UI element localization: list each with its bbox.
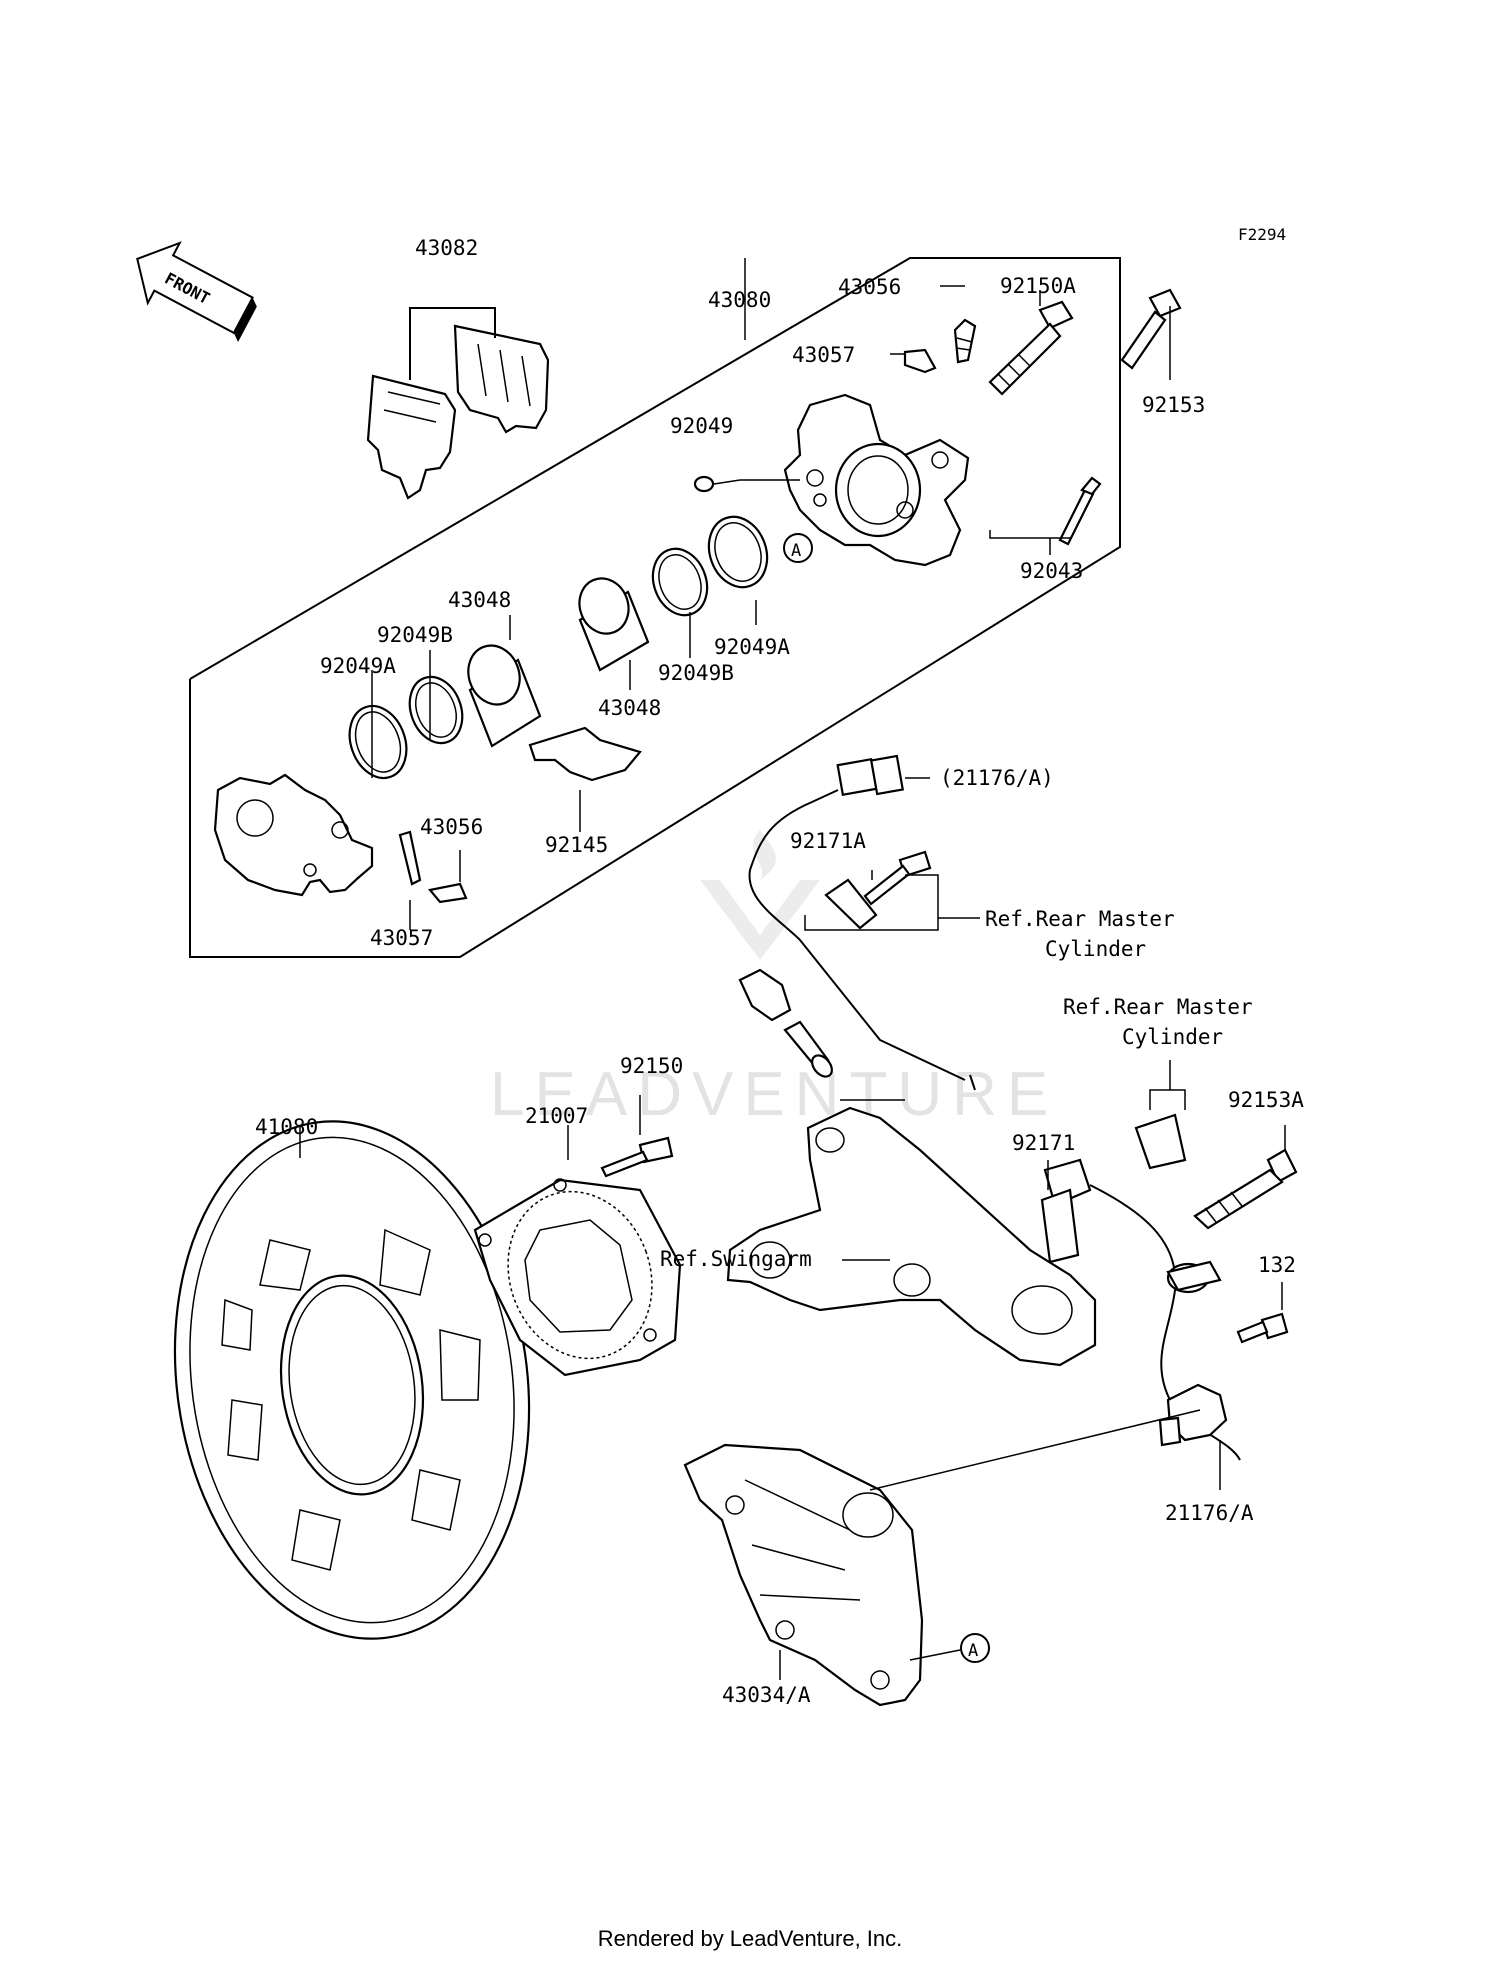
svg-text:A: A (968, 1641, 978, 1661)
marker-a-top: A (783, 533, 813, 563)
callout-43080: 43080 (708, 288, 771, 312)
callout-92049a-left: 92049A (320, 654, 396, 678)
ref-swingarm: Ref.Swingarm (660, 1247, 812, 1271)
callout-92171a: 92171A (790, 829, 866, 853)
watermark: LEADVENTURE (490, 830, 1058, 1129)
svg-text:A: A (791, 541, 801, 561)
wheel-sensor (1158, 1383, 1228, 1447)
callout-92171: 92171 (1012, 1131, 1075, 1155)
callout-92145: 92145 (545, 833, 608, 857)
bolt-92153a (1193, 1148, 1298, 1230)
callout-92049: 92049 (670, 414, 733, 438)
bleeder-valve-top (903, 318, 977, 374)
callout-labels: 43082 43080 43056 43057 92150A 92153 920… (255, 236, 1304, 1707)
callout-43057-top: 43057 (792, 343, 855, 367)
bolt-92153 (1120, 288, 1182, 370)
callout-41080: 41080 (255, 1115, 318, 1139)
ref-rear-master-1-line2: Cylinder (1045, 937, 1146, 961)
callout-43034a: 43034/A (722, 1683, 811, 1707)
footer-credit: Rendered by LeadVenture, Inc. (597, 1926, 903, 1951)
ref-rear-master-2-line1: Ref.Rear Master (1063, 995, 1253, 1019)
callout-92049a-mid: 92049A (714, 635, 790, 659)
callout-43056-top: 43056 (838, 275, 901, 299)
bolt-92150 (600, 1136, 674, 1178)
callout-92049b-mid: 92049B (658, 661, 734, 685)
brake-disc (173, 1120, 531, 1640)
o-ring-92049 (693, 475, 715, 493)
bolt-92171a (863, 850, 932, 906)
callout-92153: 92153 (1142, 393, 1205, 417)
ref-rear-master-1-line1: Ref.Rear Master (985, 907, 1175, 931)
callout-92043: 92043 (1020, 559, 1083, 583)
abs-rotor (473, 1178, 682, 1377)
callout-43056-low: 43056 (420, 815, 483, 839)
bleeder-valve-low (398, 830, 468, 904)
caliper-holder (783, 393, 970, 567)
marker-a-bottom: A (960, 1633, 990, 1663)
callout-92150a: 92150A (1000, 274, 1076, 298)
caliper-bracket (683, 1443, 924, 1707)
watermark-text: LEADVENTURE (490, 1060, 1058, 1129)
bolt-132 (1236, 1312, 1289, 1344)
slide-pin-92150a (988, 300, 1074, 396)
pad-spring-92145 (528, 726, 642, 782)
swingarm (726, 1106, 1097, 1367)
piston-seals-lower (348, 644, 542, 780)
callout-43082: 43082 (415, 236, 478, 260)
piston-seals-upper (578, 515, 769, 672)
callout-21007: 21007 (525, 1104, 588, 1128)
front-arrow-icon: FRONT (136, 241, 257, 342)
callout-43048-mid: 43048 (598, 696, 661, 720)
leader-lines (299, 258, 1286, 1680)
callout-132: 132 (1258, 1253, 1296, 1277)
caliper-body (213, 773, 374, 897)
brake-pads (366, 307, 550, 500)
callout-43048-top: 43048 (448, 588, 511, 612)
ref-rear-master-2-line2: Cylinder (1122, 1025, 1223, 1049)
callout-43057-low: 43057 (370, 926, 433, 950)
abs-sensor-harness (738, 754, 976, 1091)
callout-21176a-paren: (21176/A) (940, 766, 1054, 790)
callout-92150: 92150 (620, 1054, 683, 1078)
clip-92171 (1040, 1188, 1080, 1264)
callout-21176a: 21176/A (1165, 1501, 1254, 1525)
diagram-code: F2294 (1238, 225, 1286, 244)
pin-92043 (1058, 476, 1102, 546)
callout-92049b-top: 92049B (377, 623, 453, 647)
reference-notes: Ref.Rear Master Cylinder Ref.Rear Master… (660, 907, 1253, 1271)
callout-92153a: 92153A (1228, 1088, 1304, 1112)
caliper-kit-outline (189, 257, 1121, 958)
